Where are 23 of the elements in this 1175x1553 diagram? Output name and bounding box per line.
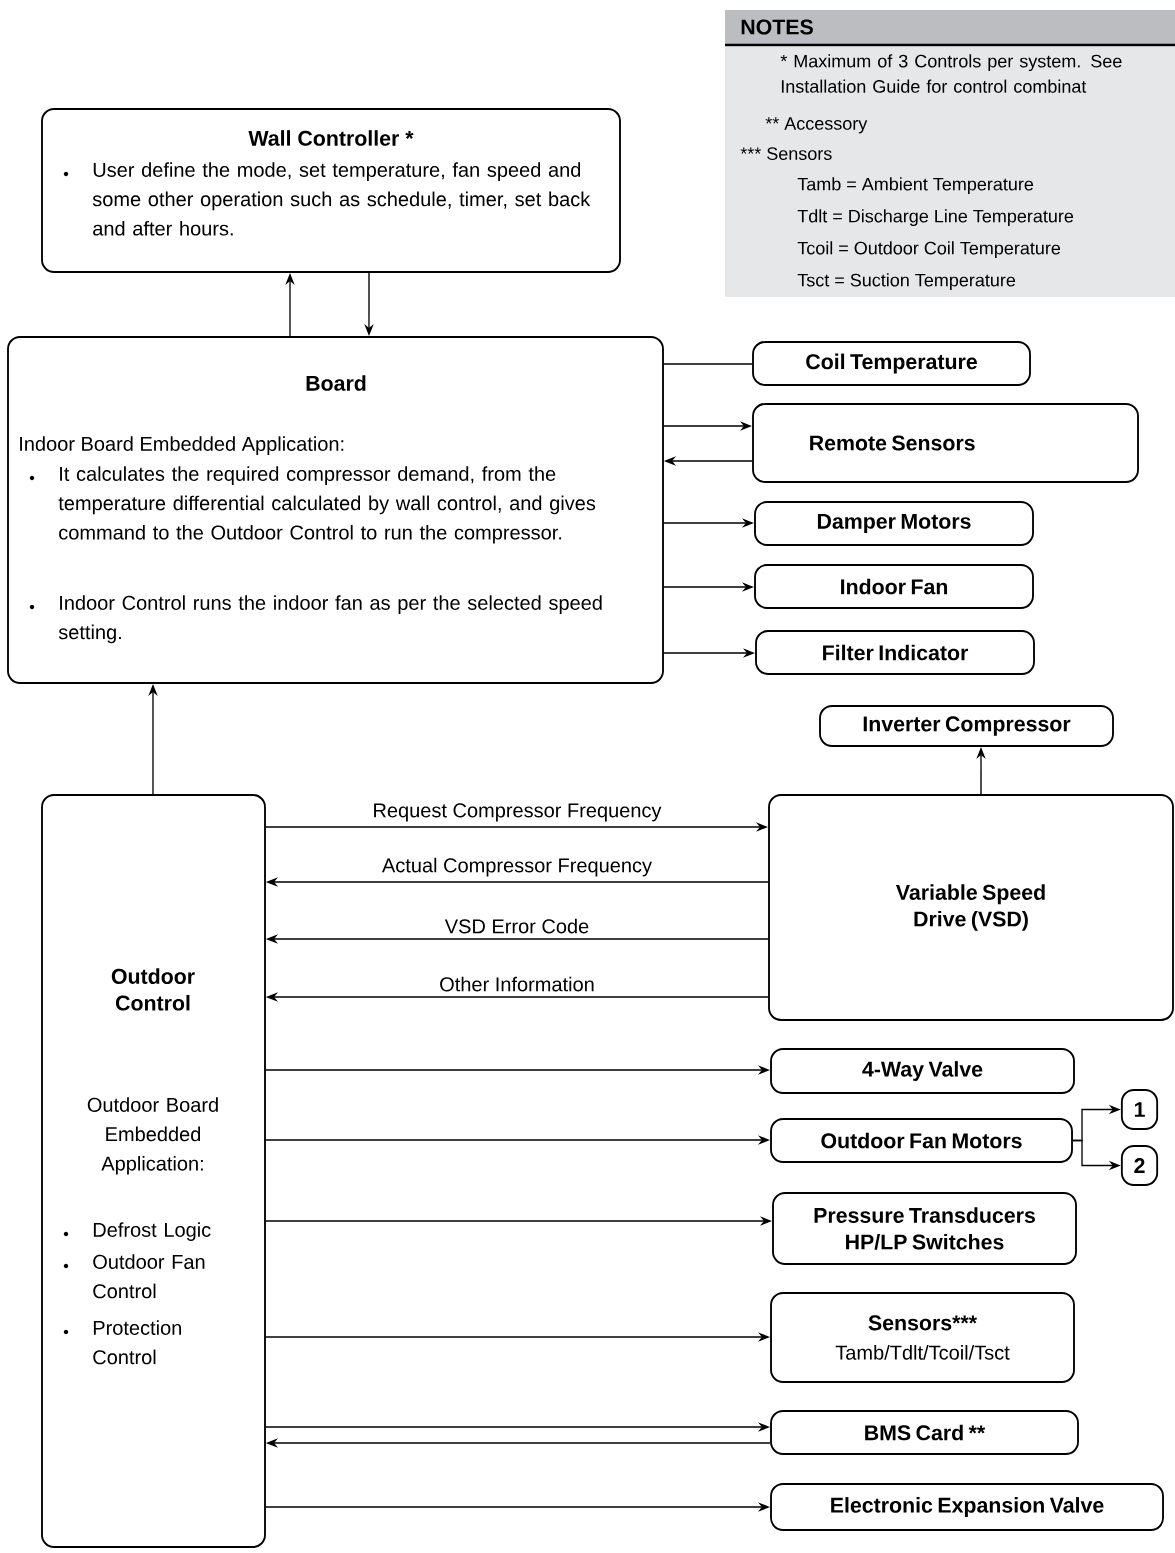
board-box: Board Indoor Board Embedded Application: It calculates the required compressor demand, from the temperature differential calculated by wall control, and gives command to the Outdoor Control to run the compressor. Indoor Control runs the indoor fan as per the selected speed setting. <box>7 336 664 684</box>
component-box: Outdoor Fan Motors <box>770 1118 1073 1163</box>
edge-label: VSD Error Code <box>444 918 589 934</box>
notes-panel: NOTES * Maximum of 3 Controls per system. See Installation Guide for control combinat ** Accessory *** Sensors Tamb = Ambient Temperature Tdlt = Discharge Line Temperature Tcoil = Outdoor Coil Temperature Tsct = Suction Temperature <box>725 10 1175 297</box>
component-box: 4-Way Valve <box>770 1048 1075 1094</box>
edge-label: Actual Compressor Frequency <box>382 857 652 877</box>
component-box: Filter Indicator <box>755 630 1035 675</box>
component-box: BMS Card ** <box>770 1410 1079 1455</box>
component-box: Damper Motors <box>754 501 1034 546</box>
controller-box: Wall Controller * User define the mode, set temperature, fan speed and some other operation such as schedule, timer, set back and after hours. <box>41 108 621 273</box>
component-box: 1 <box>1120 1089 1159 1130</box>
component-box: Electronic Expansion Valve <box>770 1483 1164 1531</box>
component-box: Indoor Fan <box>754 564 1034 609</box>
component-box: Remote Sensors <box>752 403 1139 483</box>
edge-label: Other Information <box>440 976 594 992</box>
component-box: Sensors*** Tamb/Tdlt/Tcoil/Tsct <box>770 1292 1075 1383</box>
component-box: Inverter Compressor <box>819 705 1114 747</box>
component-box: Pressure Transducers HP/LP Switches <box>772 1192 1077 1265</box>
component-box: Coil Temperature <box>752 341 1031 386</box>
edge-label: Request Compressor Frequency <box>374 803 662 822</box>
control-box: Outdoor Control Outdoor Board Embedded Application: Defrost Logic Outdoor Fan Control Protection Control <box>41 794 266 1548</box>
component-box: 2 <box>1120 1145 1159 1186</box>
component-box: Variable Speed Drive (VSD) <box>768 794 1174 1021</box>
